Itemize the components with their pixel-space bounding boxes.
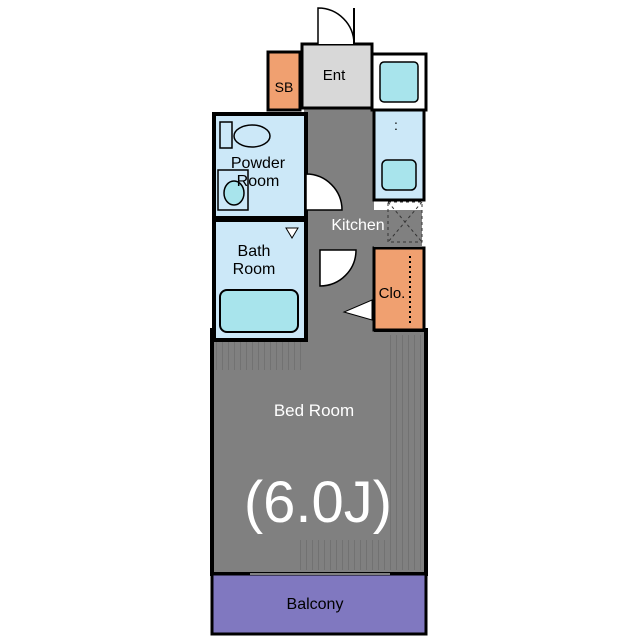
toilet-bowl [233,124,271,148]
bed-room-hatch-bottom [300,540,390,570]
powder-basin [223,180,245,206]
balcony-label: Balcony [287,596,344,613]
powder-room-label-1: Powder [231,155,286,172]
bedroom-door-swing [319,249,357,287]
entrance-area [300,42,374,110]
washing-machine [379,61,419,103]
sb-storage [266,50,302,112]
bed-room-label: Bed Room [274,401,354,420]
kitchen-floor [304,210,422,246]
closet-label: Clo. [379,285,406,302]
bath-room-label-1: Bath [238,243,271,260]
entrance-label: Ent [323,67,346,84]
entrance-door-swing [317,7,355,45]
closet-door-marker [342,299,373,321]
closet [372,246,426,332]
room-size-label: (6.0J) [244,470,392,535]
bathtub [219,289,299,333]
kitchen-label: Kitchen [331,217,384,234]
kitchen-hatch-x2 [387,201,423,243]
sb-label: SB [275,79,294,95]
kitchen-sink [381,159,417,191]
powder-room-label-2: Room [237,173,280,190]
toilet-tank [219,121,233,149]
stove-dots: : [394,117,398,133]
bath-door-marker [285,227,299,239]
powder-door-swing [305,173,343,211]
bed-room-hatch-right [388,335,422,570]
bath-room-label-2: Room [233,261,276,278]
kitchen-hatch-box [387,201,423,243]
